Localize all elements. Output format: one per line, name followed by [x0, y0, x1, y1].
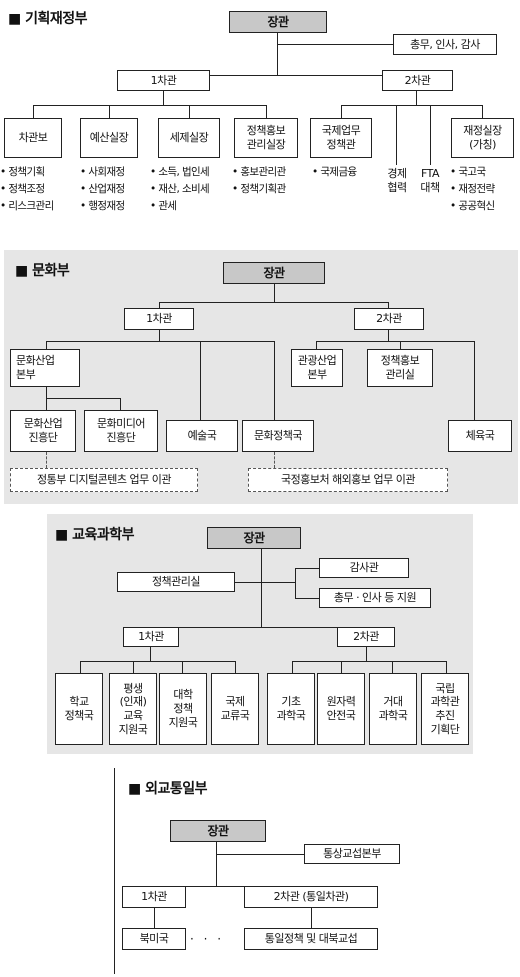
culture-vice1-box: 1차관	[124, 308, 194, 330]
bullet-item: 재산, 소비세	[150, 181, 209, 198]
edu-bureau-6: 원자력 안전국	[317, 673, 365, 745]
edu-bureau-1: 학교 정책국	[55, 673, 103, 745]
edu-bureau-8: 국립 과학관 추진 기획단	[421, 673, 469, 745]
bullet-item: 리스크관리	[0, 198, 54, 215]
edu-policy-office-box: 정책관리실	[117, 572, 235, 592]
culture-vice2-box: 2차관	[354, 308, 424, 330]
policy-pr-office-box: 정책홍보 관리실	[367, 349, 433, 387]
finance-econ-label: 경제 협력	[387, 167, 407, 195]
finance-fta-label: FTA 대책	[420, 167, 440, 195]
section-culture: ■ 문화부 장관 1차관 2차관 문화산업 본부 관광산업 본부 정책홍보 관리…	[4, 250, 518, 504]
finance-vice2-box: 2차관	[382, 70, 453, 91]
foreign-vice1-box: 1차관	[122, 886, 186, 908]
culture-policy-bureau-box: 문화정책국	[242, 420, 314, 452]
finance-bullets-4: 홍보관리관 정책기획관	[232, 164, 286, 198]
sports-bureau-box: 체육국	[448, 420, 512, 452]
culture-minister-box: 장관	[223, 262, 325, 284]
bullet-item: 정책기획	[0, 164, 54, 181]
finance-bullets-2: 사회재정 산업재정 행정재정	[80, 164, 125, 215]
trade-hq-box: 통상교섭본부	[304, 844, 400, 864]
edu-bureau-4: 국제 교류국	[211, 673, 259, 745]
edu-support-box: 총무 · 인사 등 지원	[319, 588, 431, 608]
finance-support-box: 총무, 인사, 감사	[393, 34, 497, 55]
unification-policy-box: 통일정책 및 대북교섭	[244, 928, 378, 950]
edu-vice2-box: 2차관	[337, 627, 395, 647]
finance-office-4: 정책홍보 관리실장	[234, 118, 298, 158]
finance-office-3: 세제실장	[158, 118, 220, 158]
edu-audit-box: 감사관	[319, 558, 409, 578]
culture-industry-promo-box: 문화산업 진흥단	[10, 410, 76, 452]
bullet-item: 소득, 법인세	[150, 164, 209, 181]
bullet-item: 정책조정	[0, 181, 54, 198]
bullet-item: 홍보관리관	[232, 164, 286, 181]
edu-vice1-box: 1차관	[123, 627, 179, 647]
bullet-item: 국고국	[450, 164, 495, 181]
foreign-minister-box: 장관	[170, 820, 266, 842]
bullet-item: 산업재정	[80, 181, 125, 198]
finance-vice1-box: 1차관	[117, 70, 210, 91]
bullet-item: 국제금융	[312, 164, 357, 181]
edu-bureau-5: 기초 과학국	[267, 673, 315, 745]
bullet-item: 행정재정	[80, 198, 125, 215]
finance-office-5: 국제업무 정책관	[310, 118, 372, 158]
culture-media-promo-box: 문화미디어 진흥단	[84, 410, 158, 452]
section-title-foreign: ■ 외교통일부	[128, 781, 208, 797]
arts-bureau-box: 예술국	[166, 420, 238, 452]
finance-bullets-3: 소득, 법인세 재산, 소비세 관세	[150, 164, 209, 215]
finance-bullets-1: 정책기획 정책조정 리스크관리	[0, 164, 54, 215]
finance-office-1: 차관보	[4, 118, 62, 158]
edu-bureau-3: 대학 정책 지원국	[159, 673, 207, 745]
tourism-hq-box: 관광산업 본부	[291, 349, 343, 387]
finance-bullets-6: 국고국 재정전략 공공혁신	[450, 164, 495, 215]
bullet-item: 관세	[150, 198, 209, 215]
bullet-item: 공공혁신	[450, 198, 495, 215]
finance-office-6: 재정실장 (가칭)	[451, 118, 514, 158]
section-foreign: ■ 외교통일부 장관 통상교섭본부 1차관 2차관 (통일차관) 북미국 · ·…	[114, 768, 414, 974]
culture-industry-hq-box: 문화산업 본부	[10, 349, 80, 387]
finance-minister-box: 장관	[229, 11, 327, 33]
note-digital-content-transfer: 정통부 디지털콘텐츠 업무 이관	[10, 468, 198, 492]
note-overseas-pr-transfer: 국정홍보처 해외홍보 업무 이관	[248, 468, 448, 492]
section-education: ■ 교육과학부 장관 감사관 총무 · 인사 등 지원 정책관리실 1차관 2차…	[47, 514, 473, 754]
section-title-finance: ■ 기획재정부	[8, 11, 88, 27]
bullet-item: 정책기획관	[232, 181, 286, 198]
foreign-vice2-box: 2차관 (통일차관)	[244, 886, 378, 908]
edu-bureau-2: 평생 (인재) 교육 지원국	[109, 673, 157, 745]
finance-bullets-5: 국제금융	[312, 164, 357, 181]
edu-minister-box: 장관	[207, 527, 301, 549]
section-title-education: ■ 교육과학부	[55, 527, 135, 543]
section-title-culture: ■ 문화부	[15, 263, 70, 279]
bullet-item: 재정전략	[450, 181, 495, 198]
ellipsis-dots: · · ·	[190, 932, 225, 946]
bullet-item: 사회재정	[80, 164, 125, 181]
finance-office-2: 예산실장	[80, 118, 138, 158]
edu-bureau-7: 거대 과학국	[369, 673, 417, 745]
north-america-bureau-box: 북미국	[122, 928, 186, 950]
